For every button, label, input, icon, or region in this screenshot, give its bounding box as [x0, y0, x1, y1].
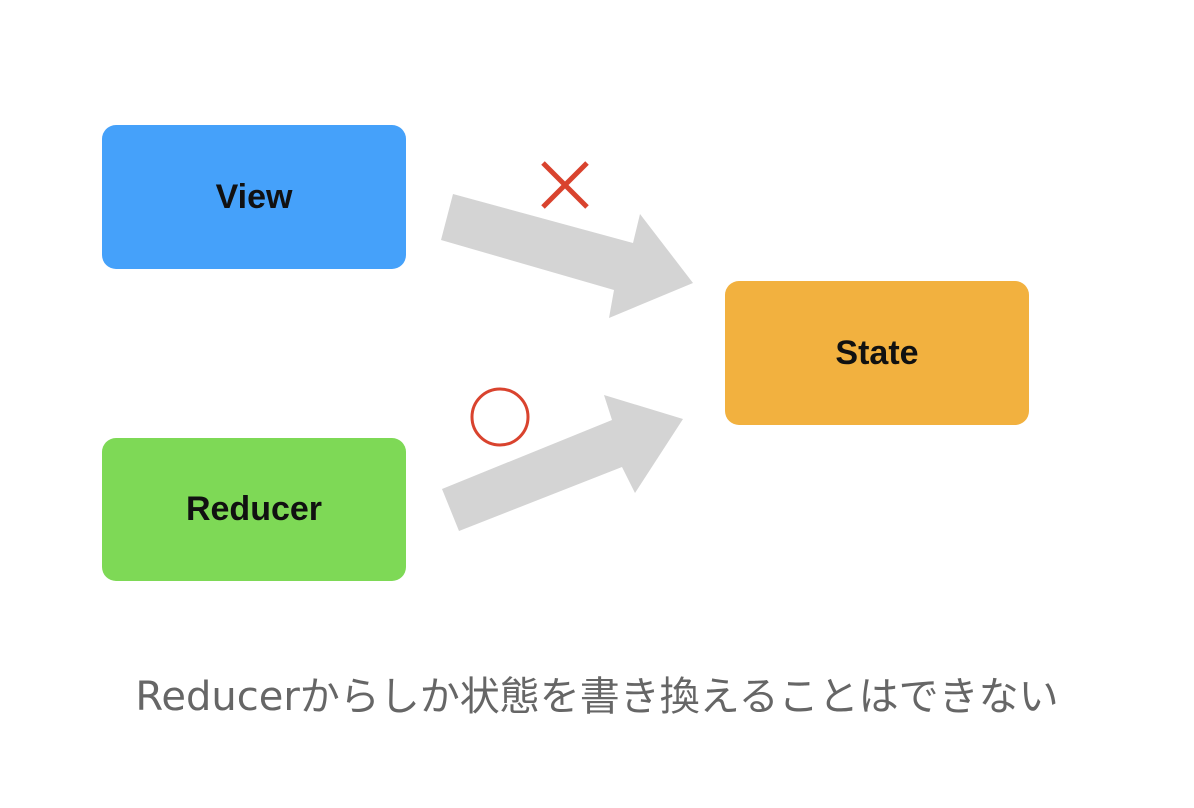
cross-icon — [541, 161, 589, 209]
reducer-node: Reducer — [102, 438, 406, 581]
diagram-caption: Reducerからしか状態を書き換えることはできない — [135, 674, 1059, 720]
reducer-node-label: Reducer — [185, 490, 323, 528]
arrow-reducer-to-state — [442, 395, 683, 531]
circle-icon — [470, 387, 530, 447]
state-node: State — [725, 281, 1029, 425]
view-node: View — [102, 125, 406, 269]
arrow-view-to-state — [441, 194, 693, 318]
state-node-label: State — [835, 333, 919, 372]
view-node-label: View — [215, 177, 293, 216]
